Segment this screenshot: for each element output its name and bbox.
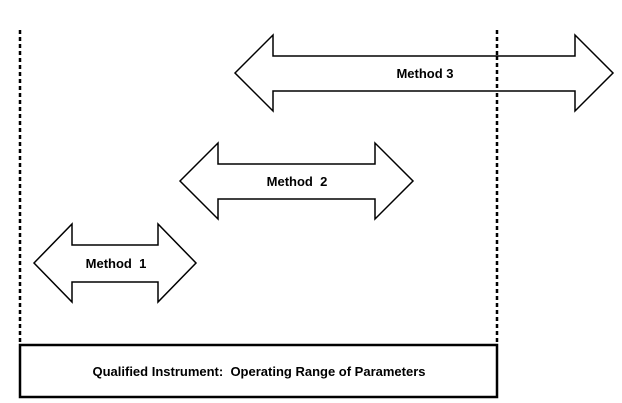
qualified-instrument-box: Qualified Instrument: Operating Range of… [18,343,499,399]
method-2-label: Method 2 [267,174,328,189]
method-1-arrow: Method 1 [32,222,198,304]
double-arrow-shape [178,141,415,221]
instrument-box-label: Qualified Instrument: Operating Range of… [92,364,425,379]
method-3-arrow: Method 3 [233,33,615,113]
method-1-label: Method 1 [86,256,147,271]
method-3-label: Method 3 [396,66,453,81]
double-arrow-shape [233,33,615,113]
double-arrow-shape [32,222,198,304]
instrument-box-frame [18,343,499,399]
method-2-arrow: Method 2 [178,141,415,221]
